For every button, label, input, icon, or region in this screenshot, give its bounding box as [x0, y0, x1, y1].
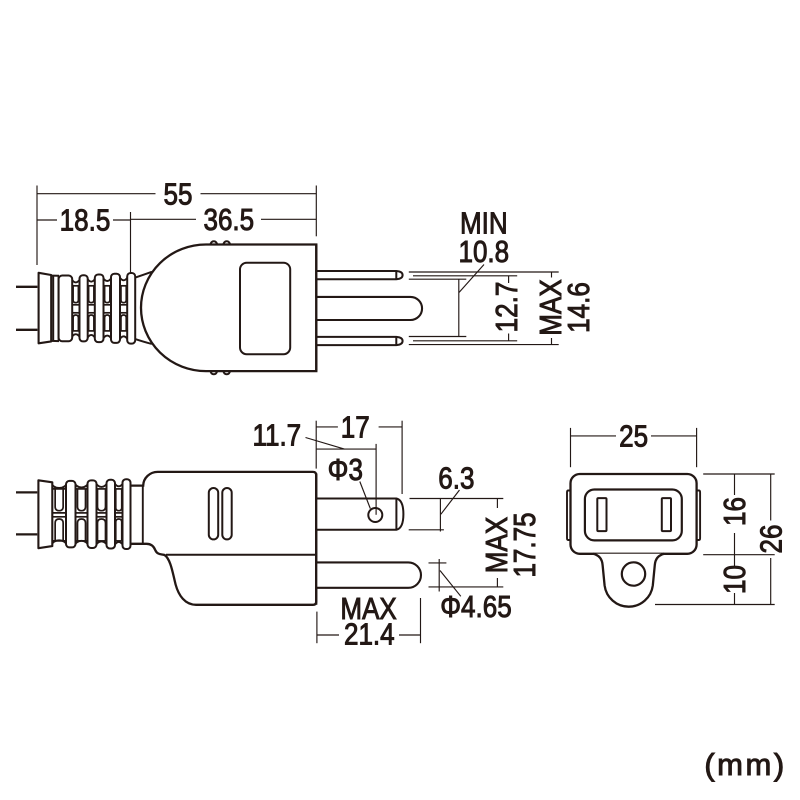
svg-text:(mm): (mm)	[704, 747, 786, 782]
svg-text:26: 26	[754, 525, 789, 554]
svg-text:10.8: 10.8	[458, 235, 509, 270]
svg-text:11.7: 11.7	[252, 419, 301, 454]
svg-text:10: 10	[718, 565, 753, 594]
svg-text:6.3: 6.3	[438, 462, 474, 497]
svg-text:36.5: 36.5	[203, 203, 254, 238]
svg-text:17.75: 17.75	[508, 512, 543, 577]
svg-text:55: 55	[164, 177, 193, 212]
svg-text:Φ3: Φ3	[328, 453, 363, 488]
svg-text:14.6: 14.6	[562, 282, 597, 333]
svg-text:MAX: MAX	[340, 592, 396, 627]
svg-text:16: 16	[718, 497, 753, 526]
svg-text:21.4: 21.4	[344, 617, 395, 652]
svg-text:18.5: 18.5	[60, 204, 111, 239]
svg-text:MAX: MAX	[480, 517, 515, 573]
svg-text:Φ4.65: Φ4.65	[440, 590, 511, 625]
svg-text:MIN: MIN	[460, 206, 508, 241]
svg-text:25: 25	[619, 419, 648, 454]
svg-text:12.7: 12.7	[490, 282, 525, 333]
svg-text:17: 17	[341, 410, 370, 445]
svg-text:MAX: MAX	[534, 279, 569, 335]
